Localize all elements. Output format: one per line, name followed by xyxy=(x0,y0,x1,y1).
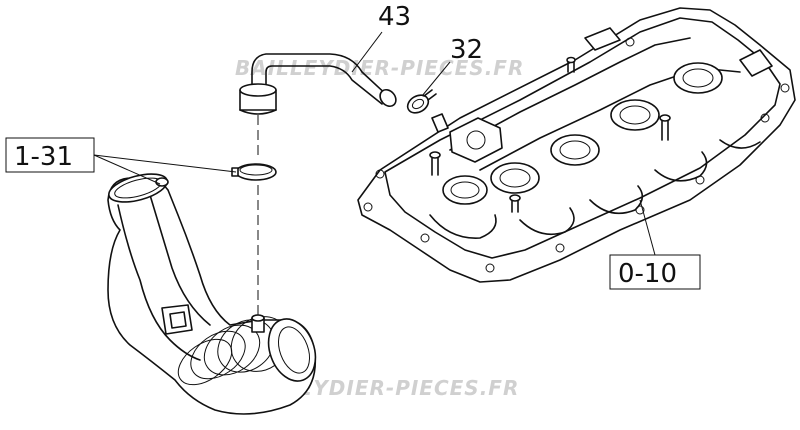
hose-clamp[interactable] xyxy=(404,89,437,116)
ring-clamp[interactable] xyxy=(231,163,277,181)
valve-cover[interactable] xyxy=(357,7,796,283)
intake-duct[interactable] xyxy=(106,169,324,415)
label-1-31: 1-31 xyxy=(14,142,73,172)
label-0-10: 0-10 xyxy=(618,259,677,289)
label-43: 43 xyxy=(378,2,411,32)
watermark-top: BAILLEYDIER-PIECES.FR xyxy=(235,56,524,80)
leader-1-31-b xyxy=(93,154,161,185)
label-32: 32 xyxy=(450,35,483,65)
leader-43 xyxy=(351,31,383,73)
leader-1-31-a xyxy=(93,154,237,173)
leader-32 xyxy=(421,61,451,97)
leader-0-10 xyxy=(639,199,656,256)
